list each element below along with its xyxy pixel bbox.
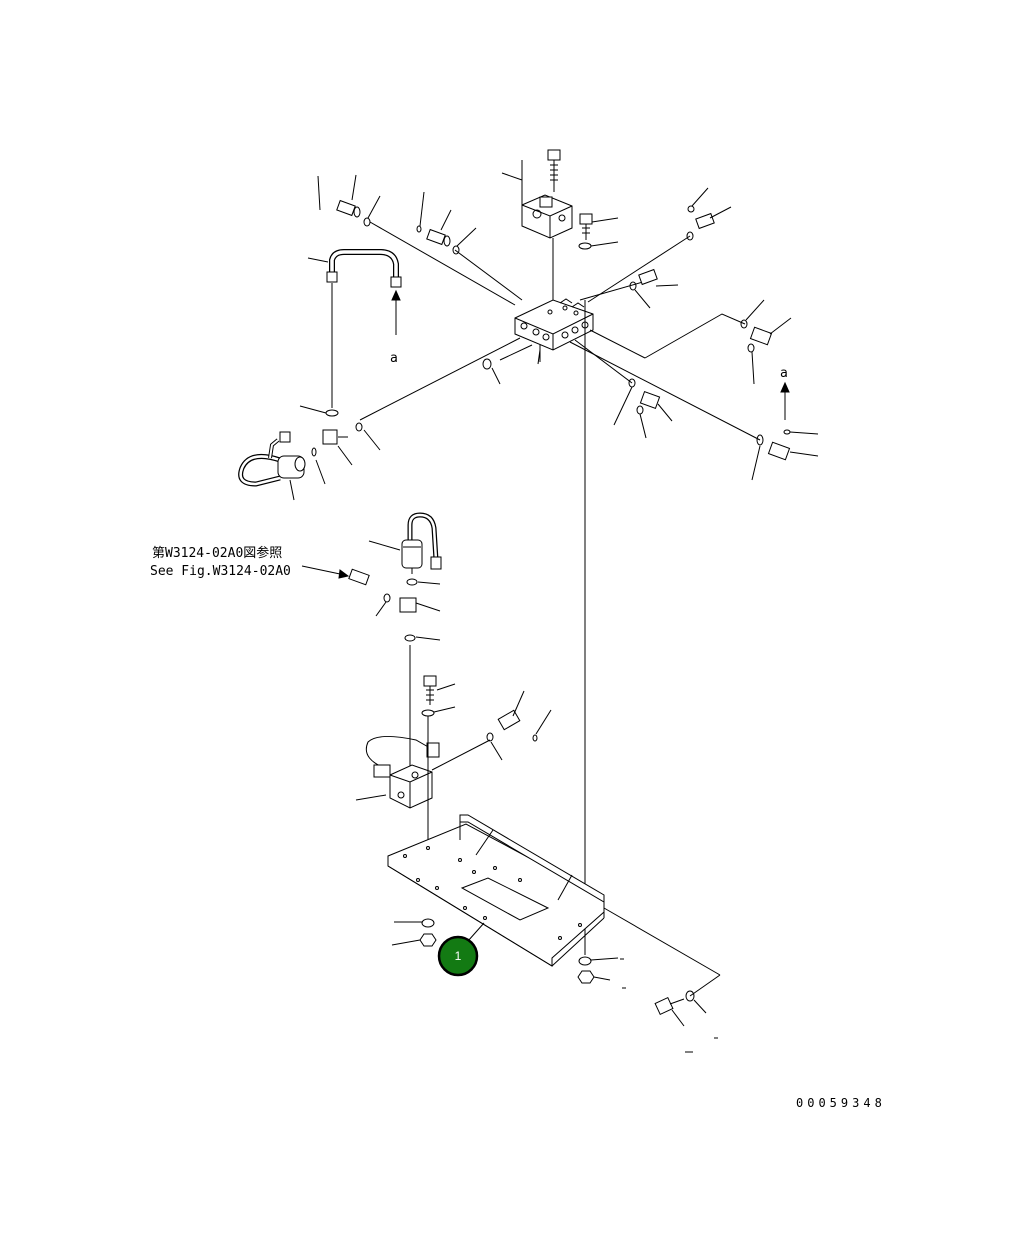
valve-block-lower [355,675,552,848]
view-letter-left: a [390,351,398,366]
valve-block-upper [514,298,594,351]
view-letter-right: a [780,366,788,381]
fittings-middle [301,565,441,775]
mounting-plate [387,814,605,967]
fitting-upper-left-2 [416,191,477,255]
fitting-upper-left-1 [317,174,381,227]
bolt-upper [547,149,619,250]
solenoid-valve-upper [501,160,573,300]
hose-upper-left [299,249,402,417]
fittings-upper-right [482,187,819,481]
callout-1-number: 1 [455,949,462,963]
callout-1-badge[interactable]: 1 [437,935,479,977]
fasteners-lower [391,907,721,1053]
reference-japanese: 第W3124-02A0図参照 [152,545,282,561]
pressure-switch-left [238,422,381,501]
pressure-switch-middle [368,512,442,586]
drawing-number: 00059348 [796,1096,886,1110]
block-leaders [359,221,761,441]
reference-english: See Fig.W3124-02A0 [150,564,291,579]
